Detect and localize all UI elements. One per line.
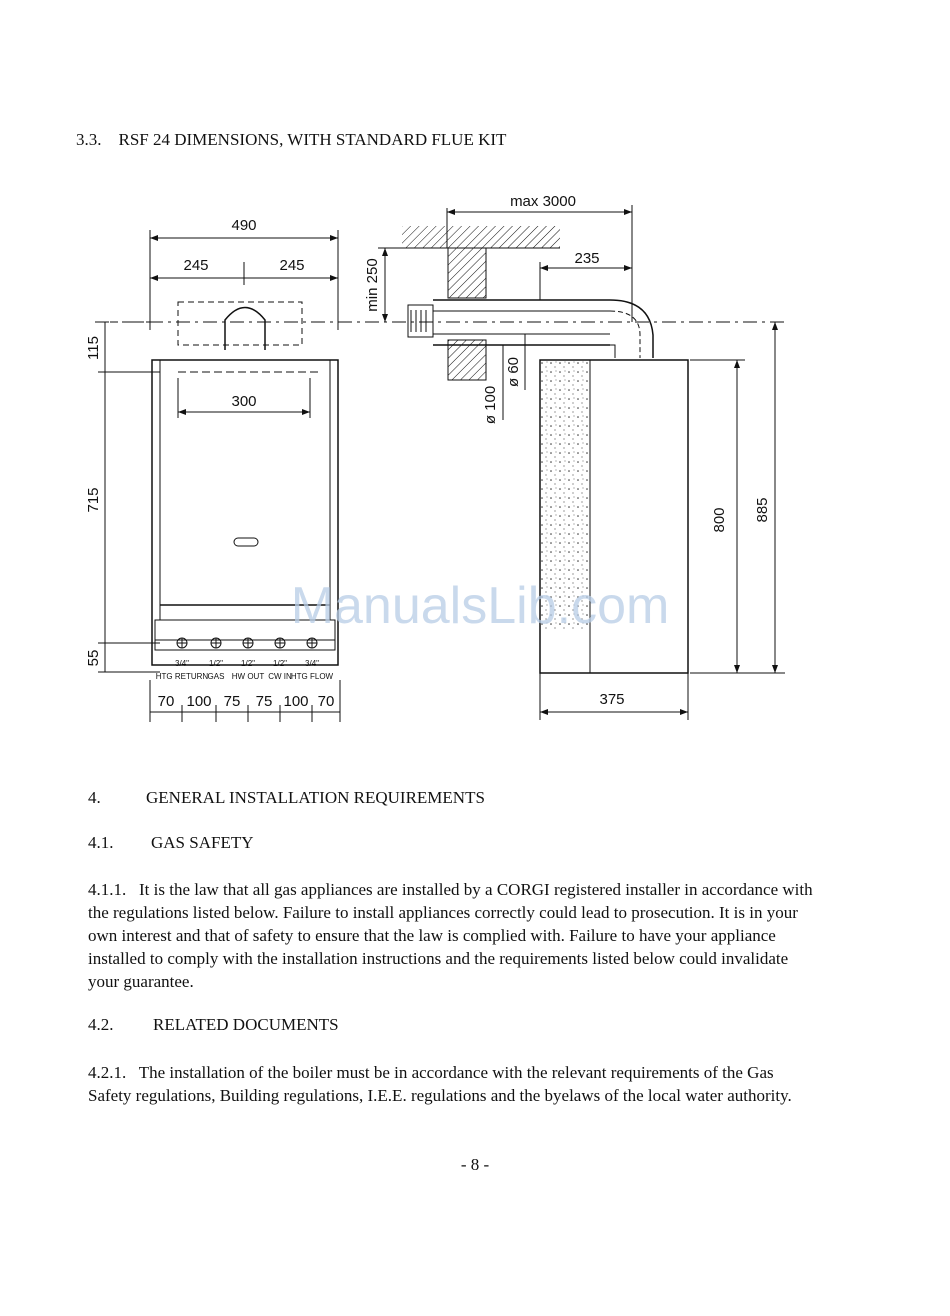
paragraph-text: It is the law that all gas appliances ar… xyxy=(88,880,813,991)
conn-size-5: 3/4" xyxy=(305,659,319,668)
access-slot xyxy=(233,537,259,547)
dim-height-885: 885 xyxy=(754,497,771,522)
section-4-1-heading: 4.1. GAS SAFETY xyxy=(88,833,254,853)
section-number: 4.2. xyxy=(88,1015,114,1034)
section-number: 3.3. xyxy=(76,130,102,149)
side-casing xyxy=(539,359,689,674)
dim-half-right: 245 xyxy=(279,257,304,274)
flue-terminal xyxy=(407,304,434,338)
dim-body-height: 715 xyxy=(85,487,102,512)
bottom-dim-6: 70 xyxy=(318,693,335,710)
section-title: GAS SAFETY xyxy=(151,833,254,852)
section-4-heading: 4. GENERAL INSTALLATION REQUIREMENTS xyxy=(88,788,485,808)
bottom-dim-5: 100 xyxy=(283,693,308,710)
wall-upper xyxy=(447,247,487,299)
side-view xyxy=(378,205,785,720)
paragraph-number: 4.2.1. xyxy=(88,1063,127,1082)
conn-name-3: HW OUT xyxy=(232,672,265,681)
ceiling-hatch xyxy=(402,226,560,248)
section-title: RELATED DOCUMENTS xyxy=(153,1015,339,1034)
dimension-arrows xyxy=(150,209,778,715)
section-3-3-heading: 3.3. RSF 24 DIMENSIONS, WITH STANDARD FL… xyxy=(76,130,506,150)
section-number: 4.1. xyxy=(88,833,114,852)
conn-size-3: 1/2" xyxy=(241,659,255,668)
conn-name-1: HTG RETURN xyxy=(156,672,209,681)
flue-elbow-side xyxy=(609,299,654,358)
dim-outer-diameter: ø 100 xyxy=(482,386,499,424)
wall-lower xyxy=(447,339,487,381)
conn-name-2: GAS xyxy=(208,672,225,681)
paragraph-4-2-1: 4.2.1. The installation of the boiler mu… xyxy=(88,1061,818,1107)
watermark: ManualsLib.com xyxy=(291,577,670,635)
dim-max-length: max 3000 xyxy=(510,193,576,210)
dim-half-left: 245 xyxy=(183,257,208,274)
page-number: - 8 - xyxy=(460,1155,490,1174)
conn-name-5: HTG FLOW xyxy=(291,672,334,681)
dim-min-clearance: min 250 xyxy=(364,258,381,311)
front-casing xyxy=(151,359,339,666)
paragraph-number: 4.1.1. xyxy=(88,880,127,899)
dim-bottom-height: 55 xyxy=(85,650,102,667)
section-title: GENERAL INSTALLATION REQUIREMENTS xyxy=(146,788,485,807)
bottom-dim-4: 75 xyxy=(256,693,273,710)
connection-symbols xyxy=(176,637,318,649)
dimension-drawing: 490 245 245 300 115 715 55 3/4" 1/2" 1/2… xyxy=(85,193,785,722)
dim-flue-spacing: 300 xyxy=(231,393,256,410)
section-title: RSF 24 DIMENSIONS, WITH STANDARD FLUE KI… xyxy=(118,130,507,149)
insulation xyxy=(541,361,589,631)
bottom-dim-3: 75 xyxy=(224,693,241,710)
dim-offset: 235 xyxy=(574,250,599,267)
section-4-2-heading: 4.2. RELATED DOCUMENTS xyxy=(88,1015,339,1035)
bottom-dim-1: 70 xyxy=(158,693,175,710)
dim-depth: 375 xyxy=(599,691,624,708)
bottom-dim-2: 100 xyxy=(186,693,211,710)
front-view xyxy=(98,230,341,722)
dim-width: 490 xyxy=(231,217,256,234)
connection-bar xyxy=(154,619,336,651)
section-number: 4. xyxy=(88,788,101,807)
dim-top-height: 115 xyxy=(85,336,102,360)
paragraph-text: The installation of the boiler must be i… xyxy=(88,1063,792,1105)
dim-height-800: 800 xyxy=(711,507,728,532)
flue-elbow xyxy=(224,306,266,350)
dim-inner-diameter: ø 60 xyxy=(505,357,522,387)
paragraph-4-1-1: 4.1.1. It is the law that all gas applia… xyxy=(88,878,818,993)
conn-size-4: 1/2" xyxy=(273,659,287,668)
conn-size-1: 3/4" xyxy=(175,659,189,668)
conn-size-2: 1/2" xyxy=(209,659,223,668)
conn-name-4: CW IN xyxy=(268,672,292,681)
